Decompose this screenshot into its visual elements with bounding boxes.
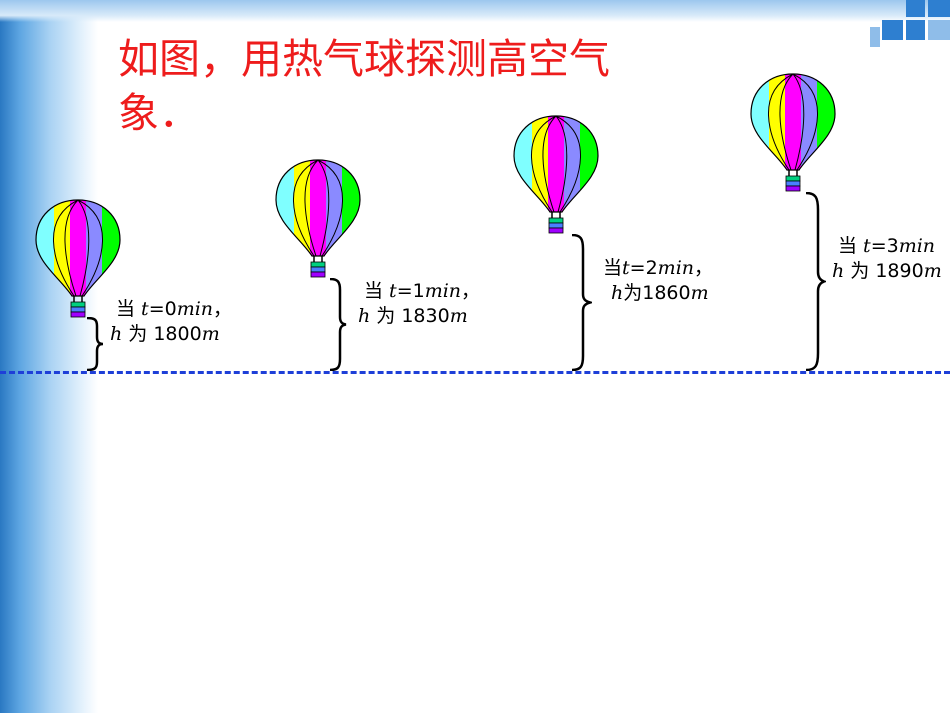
hot-air-balloon-icon <box>35 199 121 318</box>
hot-air-balloon-icon <box>275 159 361 278</box>
time-line: 当t=2min， <box>603 257 714 279</box>
time-line: 当 t=3min <box>838 235 936 257</box>
time-line: 当 t=0min， <box>116 298 233 320</box>
height-line: h为1860m <box>611 282 709 304</box>
height-label-t3: 当 t=3min h 为 1890m <box>832 234 942 284</box>
curly-brace-icon <box>329 278 347 371</box>
height-line: h 为 1890m <box>832 260 942 282</box>
time-line: 当 t=1min， <box>364 280 481 302</box>
height-line: h 为 1830m <box>358 305 468 327</box>
height-line: h 为 1800m <box>110 323 220 345</box>
curly-brace-icon <box>805 192 826 371</box>
curly-brace-icon <box>571 234 592 371</box>
hot-air-balloon-icon <box>750 73 836 192</box>
page-title: 如图，用热气球探测高空气象． <box>118 35 610 137</box>
ground-baseline <box>0 371 950 374</box>
curly-brace-icon <box>86 317 104 371</box>
height-label-t0: 当 t=0min， h 为 1800m <box>110 297 233 347</box>
left-gradient-bar <box>0 0 98 713</box>
hot-air-balloon-icon <box>513 115 599 234</box>
height-label-t1: 当 t=1min， h 为 1830m <box>358 279 481 329</box>
top-gradient-band <box>0 0 950 22</box>
height-label-t2: 当t=2min， h为1860m <box>603 256 713 306</box>
